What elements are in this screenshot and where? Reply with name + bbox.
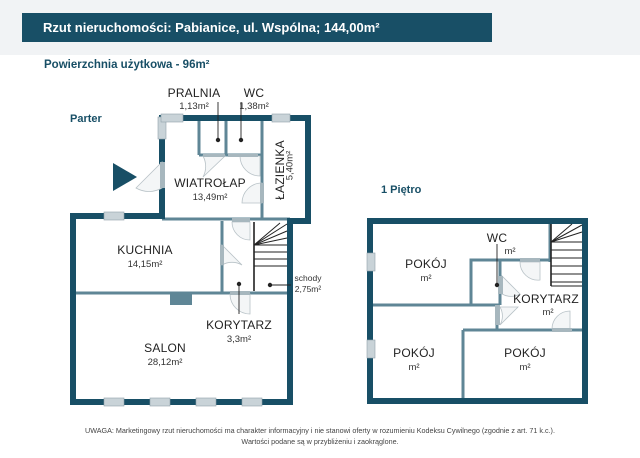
room-area-wiatrolap: 13,49m² bbox=[192, 192, 228, 203]
room-name-wc-first: WC bbox=[486, 231, 508, 245]
room-name-wiatrolap: WIATROŁAP bbox=[174, 176, 246, 190]
floor-label-ground: Parter bbox=[70, 113, 102, 125]
room-area-korytarz-ground: 3,3m² bbox=[226, 334, 252, 345]
room-name-korytarz-first: KORYTARZ bbox=[513, 292, 579, 306]
usable-area-subtitle: Powierzchnia użytkowa - 96m² bbox=[44, 59, 210, 71]
room-name-wc-ground: WC bbox=[243, 86, 265, 100]
page-title: Rzut nieruchomości: Pabianice, ul. Wspól… bbox=[22, 13, 492, 42]
room-area-salon: 28,12m² bbox=[147, 357, 183, 368]
room-name-pokoj-2: POKÓJ bbox=[393, 346, 435, 360]
room-area-kuchnia: 14,15m² bbox=[127, 259, 163, 270]
room-area-wc-ground: 1,38m² bbox=[239, 101, 269, 112]
room-name-schody: schody bbox=[294, 273, 322, 283]
room-area-pokoj-2: m² bbox=[408, 362, 420, 373]
disclaimer-line-2: Wartości podane są w przybliżeniu i zaok… bbox=[241, 437, 399, 446]
disclaimer-line-1: UWAGA: Marketingowy rzut nieruchomości m… bbox=[85, 426, 555, 435]
room-name-pokoj-1: POKÓJ bbox=[405, 257, 447, 271]
room-area-pralnia: 1,13m² bbox=[179, 101, 209, 112]
room-name-pralnia: PRALNIA bbox=[167, 86, 221, 100]
room-name-korytarz-ground: KORYTARZ bbox=[206, 318, 272, 332]
room-area-pokoj-1: m² bbox=[420, 273, 432, 284]
room-area-pokoj-3: m² bbox=[519, 362, 531, 373]
room-name-salon: SALON bbox=[144, 341, 186, 355]
room-name-pokoj-3: POKÓJ bbox=[504, 346, 546, 360]
room-area-schody: 2,75m² bbox=[294, 284, 322, 294]
room-area-wc-first: m² bbox=[504, 246, 516, 257]
room-name-kuchnia: KUCHNIA bbox=[117, 243, 173, 257]
floor-label-first: 1 Piętro bbox=[381, 184, 422, 196]
first-floor-plan bbox=[366, 218, 588, 404]
ground-floor-plan bbox=[70, 102, 311, 407]
entrance-arrow-icon bbox=[113, 163, 137, 191]
room-area-lazienka: 5,40m² bbox=[284, 150, 296, 181]
disclaimer: UWAGA: Marketingowy rzut nieruchomości m… bbox=[0, 425, 640, 447]
room-area-korytarz-first: m² bbox=[542, 307, 554, 318]
